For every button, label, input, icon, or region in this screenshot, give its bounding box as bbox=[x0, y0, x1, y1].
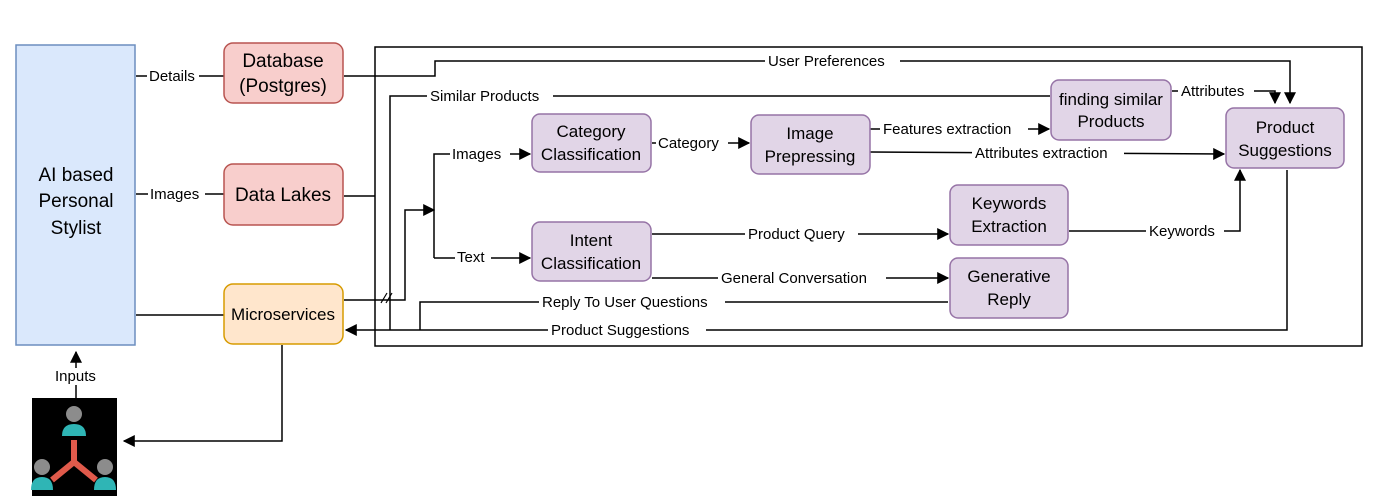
label-images-left: Images bbox=[150, 186, 199, 203]
edge-keywords bbox=[1069, 168, 1246, 232]
node-microservices: Microservices bbox=[223, 283, 344, 345]
category-line-2: Classification bbox=[541, 145, 641, 164]
stylist-line-2: Personal bbox=[39, 191, 114, 212]
database-line-1: Database bbox=[242, 51, 323, 72]
node-keywords-extraction: Keywords Extraction bbox=[949, 184, 1069, 246]
keywords-line-1: Keywords bbox=[972, 194, 1047, 213]
label-features-extraction: Features extraction bbox=[883, 121, 1011, 138]
node-product-suggestions: Product Suggestions bbox=[1225, 107, 1345, 169]
intent-line-2: Classification bbox=[541, 254, 641, 273]
label-general-conversation: General Conversation bbox=[721, 270, 867, 287]
edge-labels: Details Images Inputs User Preferences S… bbox=[52, 53, 1254, 385]
product-suggestions-line-2: Suggestions bbox=[1238, 141, 1332, 160]
product-suggestions-line-1: Product bbox=[1256, 118, 1315, 137]
generative-line-1: Generative bbox=[967, 267, 1050, 286]
similar-line-2: Products bbox=[1077, 112, 1144, 131]
node-ai-stylist: AI based Personal Stylist bbox=[15, 44, 136, 346]
stylist-line-1: AI based bbox=[39, 165, 114, 186]
node-data-lakes: Data Lakes bbox=[223, 163, 344, 226]
node-image-prepressing: Image Prepressing bbox=[750, 114, 871, 175]
node-intent-classification: Intent Classification bbox=[531, 221, 652, 282]
edge-micro-branch bbox=[344, 204, 436, 301]
node-generative-reply: Generative Reply bbox=[949, 257, 1069, 319]
label-category: Category bbox=[658, 135, 719, 152]
generative-line-2: Reply bbox=[987, 290, 1031, 309]
label-inputs: Inputs bbox=[55, 368, 96, 385]
label-images-branch: Images bbox=[452, 146, 501, 163]
datalakes-line-1: Data Lakes bbox=[235, 185, 331, 206]
image-prep-line-2: Prepressing bbox=[765, 147, 856, 166]
label-attributes: Attributes bbox=[1181, 83, 1244, 100]
label-text-branch: Text bbox=[457, 249, 485, 266]
edge-micro-users bbox=[122, 345, 283, 447]
microservices-label: Microservices bbox=[231, 305, 335, 324]
node-category-classification: Category Classification bbox=[531, 113, 652, 173]
intent-line-1: Intent bbox=[570, 231, 613, 250]
label-user-preferences: User Preferences bbox=[768, 53, 885, 70]
edge-user-preferences bbox=[344, 60, 1296, 105]
image-prep-line-1: Image bbox=[786, 124, 833, 143]
keywords-line-2: Extraction bbox=[971, 217, 1047, 236]
users-network-icon bbox=[31, 398, 117, 496]
label-attributes-extraction: Attributes extraction bbox=[975, 145, 1108, 162]
node-database: Database (Postgres) bbox=[223, 42, 344, 104]
label-keywords: Keywords bbox=[1149, 223, 1215, 240]
edge-branch-images bbox=[433, 148, 532, 258]
edge-reply-to-user bbox=[419, 301, 948, 330]
node-finding-similar-products: finding similar Products bbox=[1050, 79, 1172, 141]
edge-similar-products bbox=[389, 95, 1050, 330]
similar-line-1: finding similar bbox=[1059, 90, 1163, 109]
label-details: Details bbox=[149, 68, 195, 85]
label-product-suggestions-back: Product Suggestions bbox=[551, 322, 689, 339]
label-similar-products: Similar Products bbox=[430, 88, 539, 105]
stylist-line-3: Stylist bbox=[51, 218, 102, 239]
label-reply-to-user: Reply To User Questions bbox=[542, 294, 708, 311]
category-line-1: Category bbox=[557, 122, 626, 141]
database-line-2: (Postgres) bbox=[239, 76, 327, 97]
label-product-query: Product Query bbox=[748, 226, 845, 243]
